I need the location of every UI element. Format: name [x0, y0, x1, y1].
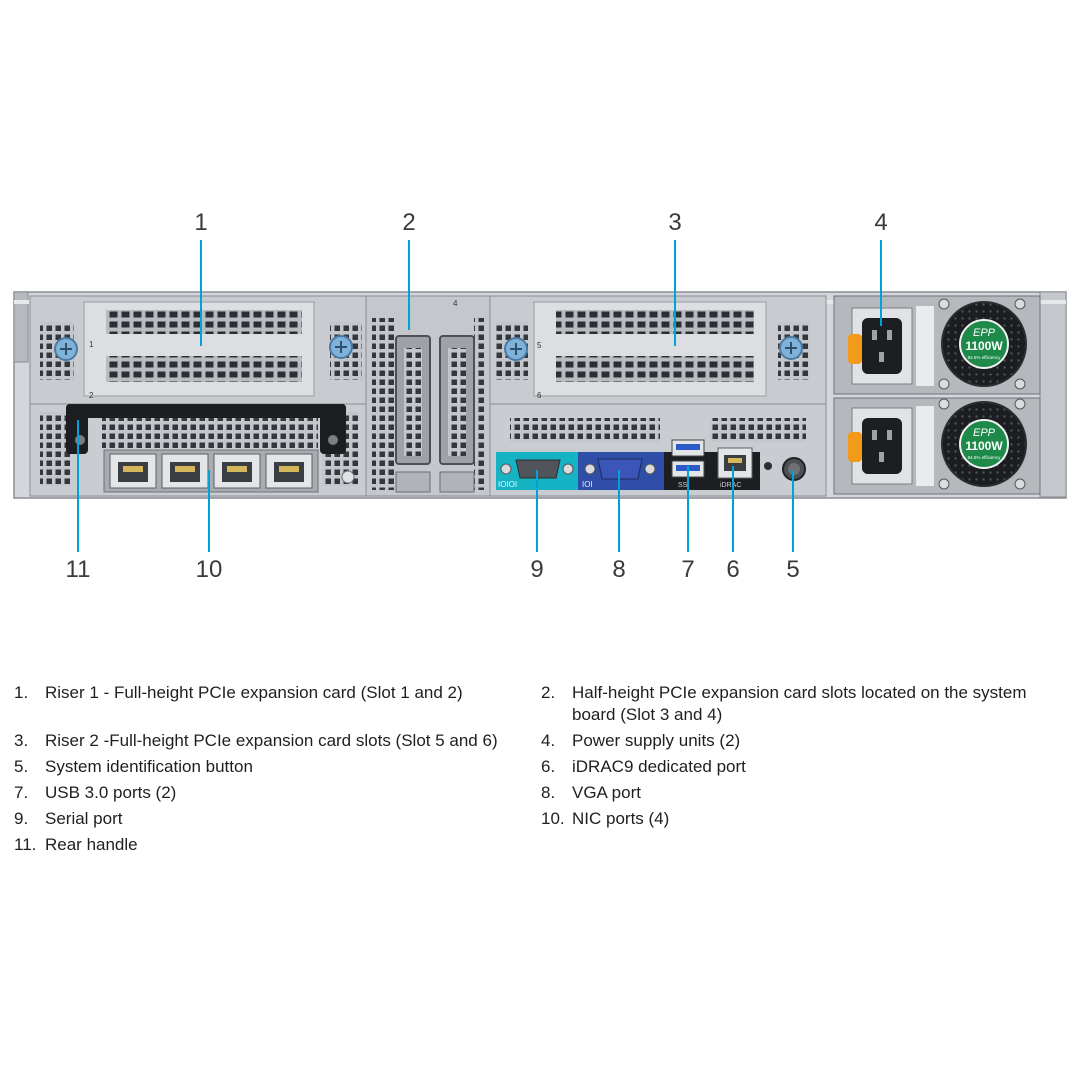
- callout-number: 9: [530, 556, 543, 583]
- callout-number: 11: [66, 556, 91, 583]
- io-panel: IOIOI IOI SS iDRAC: [489, 403, 827, 497]
- legend-item: 10. NIC ports (4): [541, 809, 670, 828]
- idrac-port[interactable]: [717, 447, 753, 479]
- legend-row: 5. System identification button 6. iDRAC…: [14, 756, 1074, 778]
- riser1-slot1-vents: [106, 310, 302, 334]
- vga-port[interactable]: [584, 458, 656, 480]
- slot-mark: 4: [453, 299, 458, 308]
- slot-mark: 5: [537, 341, 542, 350]
- callout-number: 7: [681, 556, 694, 583]
- riser-1: 1 2: [29, 295, 367, 405]
- legend-item: 6. iDRAC9 dedicated port: [541, 757, 746, 776]
- svg-text:EPP: EPP: [973, 327, 996, 339]
- callout-number: 1: [194, 209, 207, 236]
- legend-item: 9. Serial port: [14, 809, 123, 828]
- nic-port[interactable]: [109, 453, 157, 489]
- psu-2: EPP 1100W 94.5% efficiency: [833, 397, 1041, 495]
- svg-text:94.5% efficiency: 94.5% efficiency: [968, 355, 1001, 360]
- callout-number: 5: [786, 556, 799, 583]
- slot-mark: 6: [537, 391, 542, 400]
- legend-item: 11. Rear handle: [14, 835, 138, 854]
- riser1-slot2-vents: [106, 356, 302, 382]
- legend-row: 3. Riser 2 -Full-height PCIe expansion c…: [14, 730, 1074, 752]
- callout-number: 4: [874, 209, 887, 236]
- riser2-slot6-vents: [556, 356, 754, 382]
- callout-number: 8: [612, 556, 625, 583]
- vga-port-label: IOI: [582, 480, 593, 489]
- nic-port[interactable]: [213, 453, 261, 489]
- legend-item: 2. Half-height PCIe expansion card slots…: [541, 683, 1027, 724]
- idrac-port-label: iDRAC: [720, 482, 741, 489]
- legend-item: 3. Riser 2 -Full-height PCIe expansion c…: [14, 731, 498, 750]
- usb-port-label: SS: [678, 482, 688, 489]
- riser-2: 5 6: [489, 295, 827, 405]
- legend-item: 1. Riser 1 - Full-height PCIe expansion …: [14, 683, 463, 702]
- legend-row: 11. Rear handle: [14, 834, 1074, 856]
- power-inlet-icon[interactable]: [862, 318, 902, 374]
- callout-number: 6: [726, 556, 739, 583]
- usb-port[interactable]: [671, 439, 705, 457]
- legend-item: 4. Power supply units (2): [541, 731, 741, 750]
- psu-latch[interactable]: [848, 334, 862, 364]
- svg-text:EPP: EPP: [973, 427, 996, 439]
- svg-text:94.5% efficiency: 94.5% efficiency: [968, 455, 1001, 460]
- legend-row: 1. Riser 1 - Full-height PCIe expansion …: [14, 682, 1074, 726]
- legend-item: 7. USB 3.0 ports (2): [14, 783, 177, 802]
- nic-port[interactable]: [161, 453, 209, 489]
- nic-port[interactable]: [265, 453, 313, 489]
- svg-text:1100W: 1100W: [965, 439, 1003, 453]
- psu-latch[interactable]: [848, 432, 862, 462]
- serial-port[interactable]: [500, 459, 574, 479]
- psu-1: EPP 1100W 94.5% efficiency: [833, 295, 1041, 395]
- psu-rating-badge: [959, 419, 1009, 469]
- callout-number: 3: [668, 209, 681, 236]
- riser2-slot5-vents: [556, 310, 754, 334]
- callout-lines: [77, 240, 882, 552]
- nic-ports: [103, 449, 319, 493]
- legend-item: 5. System identification button: [14, 757, 253, 776]
- callout-number: 2: [402, 209, 415, 236]
- rear-handle[interactable]: [66, 404, 346, 454]
- legend-item: 8. VGA port: [541, 783, 641, 802]
- legend: 1. Riser 1 - Full-height PCIe expansion …: [14, 682, 1074, 860]
- power-inlet-icon[interactable]: [862, 418, 902, 474]
- svg-text:1100W: 1100W: [965, 339, 1003, 353]
- server-rear-diagram: 1 2: [13, 209, 1067, 583]
- psu-rating-badge: [959, 319, 1009, 369]
- slot-mark: 1: [89, 340, 94, 349]
- half-height-slots: 4: [365, 295, 491, 497]
- legend-row: 7. USB 3.0 ports (2) 8. VGA port: [14, 782, 1074, 804]
- slot-mark: 2: [89, 391, 94, 400]
- callout-number: 10: [196, 556, 223, 583]
- legend-row: 9. Serial port 10. NIC ports (4): [14, 808, 1074, 830]
- serial-port-label: IOIOI: [498, 480, 517, 489]
